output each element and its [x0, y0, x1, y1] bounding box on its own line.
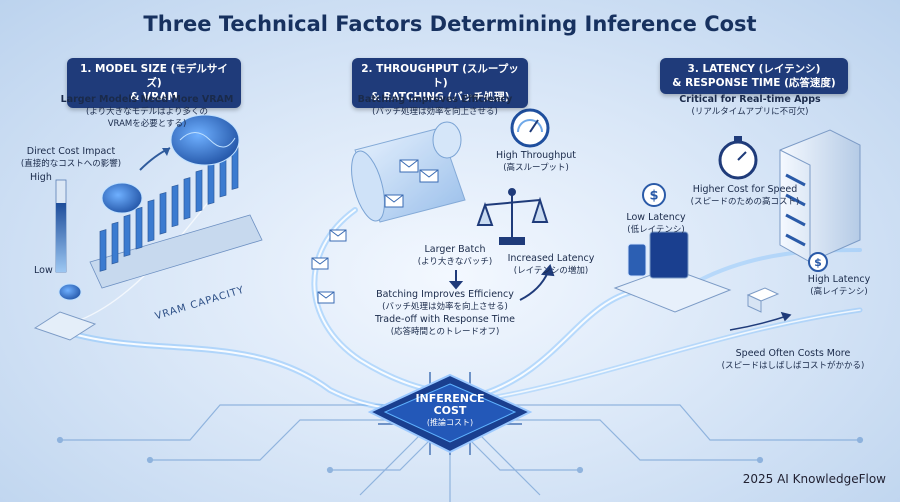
higher-cost-for-speed-label: Higher Cost for Speed (スピードのための高コスト)	[690, 184, 800, 208]
inference-cost-label: INFERENCE COST (推論コスト)	[400, 393, 500, 428]
badge-line: & BATCHING (バッチ処理)	[370, 91, 510, 103]
low-latency-label: Low Latency (低レイテンシ)	[616, 212, 696, 236]
network-box	[746, 287, 780, 313]
label-line: Low Latency	[626, 212, 686, 223]
server-rack	[779, 129, 861, 263]
latency-arrows	[729, 311, 792, 331]
chip-line: COST	[433, 404, 467, 417]
svg-text:$: $	[649, 189, 658, 204]
label-line: (高スループット)	[503, 163, 569, 173]
batching-improves-label: Batching Improves Efficiency (バッチ処理は効率を向…	[360, 289, 530, 313]
increased-latency-label: Increased Latency (レイテンシの増加)	[496, 253, 606, 277]
label-line: Trade-off with Response Time	[374, 314, 516, 325]
badge-line: 3. LATENCY (レイテンシ)	[687, 63, 821, 75]
label-line: (スピードはしばしばコストがかかる)	[721, 361, 865, 371]
gauge-low-label: Low	[34, 265, 53, 276]
label-line: Speed Often Costs More	[735, 348, 851, 359]
desc-line: (リアルタイムアプリに不可欠)	[691, 107, 809, 117]
batch-arrows	[448, 264, 555, 301]
desc-line: VRAMを必要とする)	[107, 119, 187, 129]
desc-line: Batching Improves Efficiency	[357, 94, 513, 105]
batching-tube	[351, 121, 466, 223]
laptop-device	[613, 231, 732, 313]
section-badge-model-size: 1. MODEL SIZE (モデルサイズ) & VRAM	[67, 58, 241, 108]
footer-credit: 2025 AI KnowledgeFlow	[742, 472, 886, 486]
svg-text:$: $	[814, 256, 822, 269]
desc-line: Larger Models Need More VRAM	[60, 94, 234, 105]
label-line: High Latency	[807, 274, 871, 285]
label-line: (スピードのための高コスト)	[690, 197, 800, 207]
small-chip	[33, 311, 97, 341]
label-line: (低レイテンシ)	[627, 225, 685, 235]
label-line: Direct Cost Impact	[26, 146, 116, 157]
label-line: (バッチ処理は効率を向上させる)	[382, 302, 508, 312]
badge-line: & VRAM	[130, 91, 178, 103]
badge-line: & RESPONSE TIME (応答速度)	[672, 77, 836, 89]
chip-line: INFERENCE	[415, 392, 485, 405]
page-title: Three Technical Factors Determining Infe…	[143, 12, 757, 36]
speedometer-icon	[510, 108, 550, 148]
vram-gauge	[55, 179, 67, 273]
label-line: Batching Improves Efficiency	[376, 289, 514, 300]
balance-scale-icon	[476, 188, 549, 245]
badge-line: 1. MODEL SIZE (モデルサイズ)	[80, 63, 228, 89]
direct-cost-impact-label: Direct Cost Impact (直接的なコストへの影響)	[6, 146, 136, 170]
section-badge-throughput: 2. THROUGHPUT (スループット) & BATCHING (バッチ処理…	[352, 58, 528, 108]
inference-chip	[367, 372, 533, 455]
label-line: (直接的なコストへの影響)	[20, 159, 122, 169]
vram-modules	[89, 147, 263, 289]
label-line: Higher Cost for Speed	[692, 184, 798, 195]
envelope-icons	[311, 159, 439, 304]
speed-costs-more-label: Speed Often Costs More (スピードはしばしばコストがかかる…	[708, 348, 878, 372]
throughput-description: Batching Improves Efficiency (バッチ処理は効率を向…	[340, 94, 530, 118]
latency-description: Critical for Real-time Apps (リアルタイムアプリに不…	[660, 94, 840, 118]
circuit-traces	[56, 404, 864, 502]
high-throughput-label: High Throughput (高スループット)	[486, 150, 586, 174]
label-line: (高レイテンシ)	[810, 287, 868, 297]
label-line: High Throughput	[495, 150, 577, 161]
label-line: (応答時間とのトレードオフ)	[390, 327, 500, 337]
section-badge-latency: 3. LATENCY (レイテンシ) & RESPONSE TIME (応答速度…	[660, 58, 848, 94]
label-line: (レイテンシの増加)	[513, 266, 589, 276]
dollar-coins: $ $	[642, 183, 828, 272]
desc-line: (バッチ処理は効率を向上させる)	[372, 107, 498, 117]
chip-line: (推論コスト)	[426, 418, 474, 427]
stopwatch-icon	[718, 136, 758, 180]
brain-icons	[58, 114, 240, 301]
label-line: Increased Latency	[507, 253, 595, 264]
gauge-high-label: High	[30, 172, 52, 183]
desc-line: (より大きなモデルはより多くの	[86, 107, 208, 117]
high-latency-label: High Latency (高レイテンシ)	[796, 274, 882, 298]
larger-batch-label: Larger Batch (より大きなバッチ)	[400, 244, 510, 268]
model-size-description: Larger Models Need More VRAM (より大きなモデルはよ…	[52, 94, 242, 130]
label-line: Larger Batch	[424, 244, 486, 255]
badge-line: 2. THROUGHPUT (スループット)	[361, 63, 519, 89]
desc-line: Critical for Real-time Apps	[679, 94, 821, 105]
tradeoff-label: Trade-off with Response Time (応答時間とのトレード…	[365, 314, 525, 338]
label-line: (より大きなバッチ)	[417, 257, 493, 267]
